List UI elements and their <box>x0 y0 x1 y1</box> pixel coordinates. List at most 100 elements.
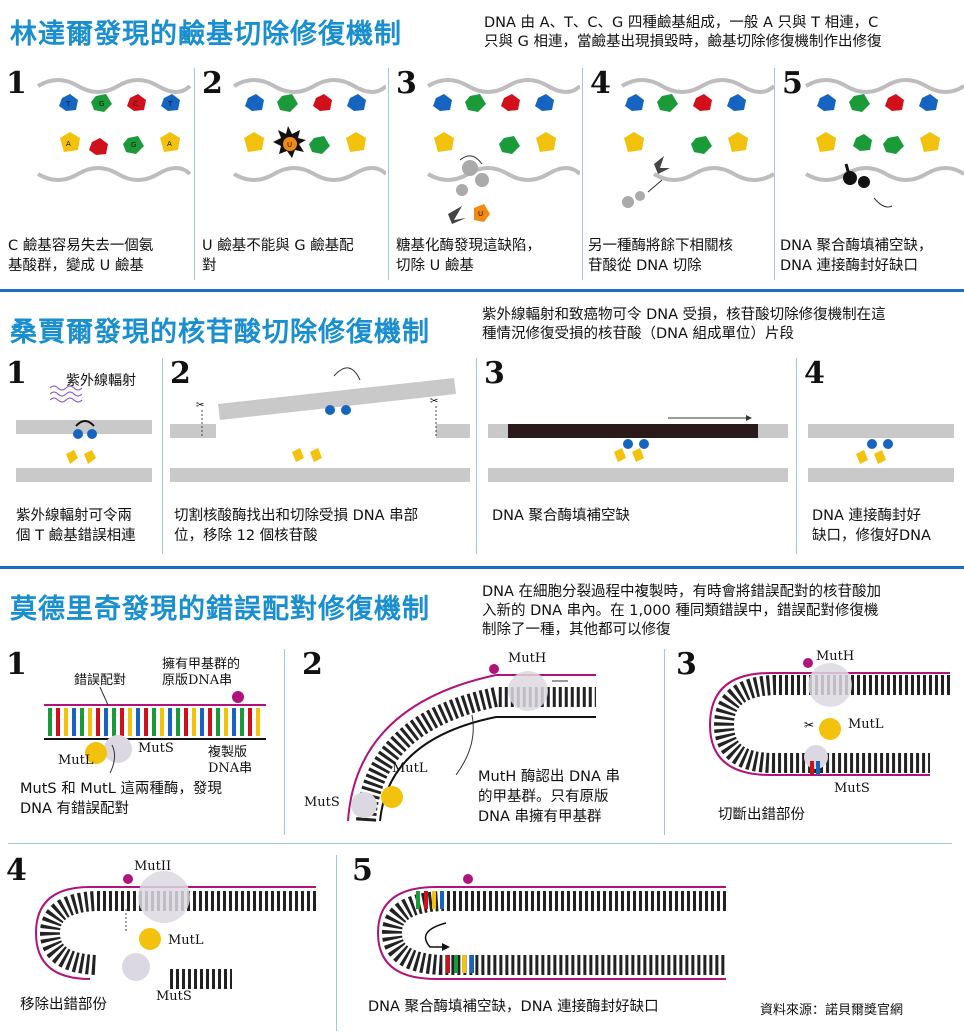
separator <box>388 68 389 280</box>
step-number: 5 <box>352 853 373 888</box>
section3-description: DNA 在細胞分裂過程中複製時，有時會將錯誤配對的核苷酸加 入新的 DNA 串內… <box>482 583 960 640</box>
dna-strand-bottom <box>16 468 152 482</box>
step-caption: C 鹼基容易失去一個氨 基酸群，變成 U 鹼基 <box>8 236 190 276</box>
base-yellow <box>856 450 868 464</box>
separator <box>8 843 952 844</box>
step-caption: MutH 酶認出 DNA 串 的甲基群。只有原版 DNA 串擁有甲基群 <box>478 767 658 827</box>
base-label: C <box>133 100 138 108</box>
base-yellow <box>632 448 644 462</box>
caption-line2: 對 <box>202 258 217 274</box>
mismatch-base <box>810 761 814 775</box>
base-C <box>693 94 712 111</box>
step-caption: DNA 連接酶封好 缺口，修復好DNA <box>812 506 960 546</box>
caption-line3: DNA 串擁有甲基群 <box>478 809 602 825</box>
arrow-icon <box>459 155 483 165</box>
base-yellow <box>66 450 78 464</box>
parent-strand <box>376 886 726 980</box>
base-blue <box>341 405 351 415</box>
base-U <box>89 138 108 155</box>
ner-step-4: 4 DNA 連接酶封好 缺口，修復好DNA <box>798 354 960 558</box>
base-blue <box>867 439 877 449</box>
step-caption: 紫外線輻射可令兩 個 T 鹼基錯誤相連 <box>16 506 160 546</box>
methyl-group-icon <box>123 874 133 884</box>
caption-line1: 紫外線輻射可令兩 <box>16 508 132 524</box>
separator <box>664 649 665 835</box>
methyl-strand-label-2: 原版DNA串 <box>162 673 233 688</box>
mutS-enzyme <box>122 953 150 981</box>
ber-step-2-diagram: U <box>232 78 386 182</box>
base-label: A <box>167 140 172 148</box>
section-divider <box>0 566 964 569</box>
base-T <box>919 94 938 111</box>
mmr-step-3-diagram: ✂ <box>708 658 950 776</box>
step-caption: DNA 聚合酶填補空缺， DNA 連接酶封好缺口 <box>780 236 964 276</box>
methyl-group-icon <box>463 874 473 884</box>
base-yellow <box>614 448 626 462</box>
new-dna-segment <box>508 424 758 438</box>
caption-line2: 基酸群，變成 U 鹼基 <box>8 258 144 274</box>
caption-line1: MutS 和 MutL 這兩種酶，發現 <box>20 781 222 797</box>
dna-strand-top-right <box>436 424 470 438</box>
base-label: T <box>167 100 173 108</box>
base-C <box>501 94 520 111</box>
base-label: G <box>99 100 104 108</box>
caption-line2: 的甲基群。只有原版 <box>478 789 609 805</box>
methyl-group-icon <box>803 658 813 668</box>
parent-strand <box>347 674 596 822</box>
base-A <box>536 132 556 152</box>
mutL-enzyme <box>85 742 107 764</box>
ber-step-5-diagram <box>804 78 964 208</box>
source-credit: 資料來源：諾貝爾獎官網 <box>760 1003 904 1018</box>
step-number: 3 <box>676 647 697 682</box>
mismatch-base <box>816 761 820 775</box>
step-caption: U 鹼基不能與 G 鹼基配 對 <box>202 236 384 276</box>
step-number: 3 <box>396 66 417 101</box>
dna-strand-bottom <box>488 468 788 482</box>
caption-line2: 位，移除 12 個核苷酸 <box>174 528 318 544</box>
mutS-label: MutS <box>834 781 870 796</box>
mutL-label: MutL <box>168 933 204 948</box>
base-blue <box>325 405 335 415</box>
dna-strand-top <box>16 420 152 434</box>
mutS-enzyme <box>104 735 132 763</box>
dna-backbone <box>36 78 192 182</box>
mutH-label: MutH <box>508 651 547 666</box>
caption-line1: 切斷出錯部份 <box>718 807 805 823</box>
arrow-icon <box>424 922 447 948</box>
dna-ladder <box>39 891 316 975</box>
separator <box>476 358 477 554</box>
scissors-icon: ✂ <box>196 400 204 411</box>
base-A <box>346 132 366 152</box>
mismatch-label: 錯誤配對 <box>74 673 127 688</box>
separator <box>284 649 285 835</box>
scissors-icon <box>654 156 670 174</box>
base-T <box>727 94 746 111</box>
base-A <box>624 132 644 152</box>
section-divider <box>0 289 964 292</box>
caption-line1: DNA 連接酶封好 <box>812 508 922 524</box>
base-A <box>434 132 454 152</box>
mutL-enzyme <box>381 786 403 808</box>
caption-line2: DNA 有錯誤配對 <box>20 801 130 817</box>
caption-line1: 另一種酶將餘下相關核 <box>588 238 733 254</box>
section1-desc-line2: 只與 G 相連，當鹼基出現損毀時，鹼基切除修復機制作出修復 <box>484 34 882 50</box>
dna-strand-top-left <box>170 424 216 438</box>
dna-backbone <box>232 78 386 182</box>
base-T <box>817 94 836 111</box>
mutS-enzyme <box>351 792 377 818</box>
base-blue <box>639 439 649 449</box>
base-G <box>91 94 112 112</box>
dna-backbone <box>804 78 964 182</box>
glycosylase-enzyme <box>456 160 489 196</box>
ner-step-2-diagram: ✂ ✂ <box>170 367 470 482</box>
dna-ladder <box>713 675 950 773</box>
separator <box>774 68 775 280</box>
ber-step-1: 1 T G C T A <box>0 64 192 284</box>
base-label: U <box>478 210 483 218</box>
base-T <box>625 94 644 111</box>
section-mismatch-repair: 莫德里奇發現的錯誤配對修復機制 DNA 在細胞分裂過程中複製時，有時會將錯誤配對… <box>0 569 964 1036</box>
separator <box>796 358 797 554</box>
ber-step-4: 4 另一種酶將餘下相關核 苷酸從 DNA 切除 <box>584 64 774 284</box>
mmr-step-2: 2 MutH MutL MutS MutH 酶認出 DNA 串 的甲基群。只有原… <box>296 645 660 835</box>
section-nucleotide-excision: 桑賈爾發現的核苷酸切除修復機制 紫外線輻射和致癌物可令 DNA 受損，核苷酸切除… <box>0 292 964 564</box>
